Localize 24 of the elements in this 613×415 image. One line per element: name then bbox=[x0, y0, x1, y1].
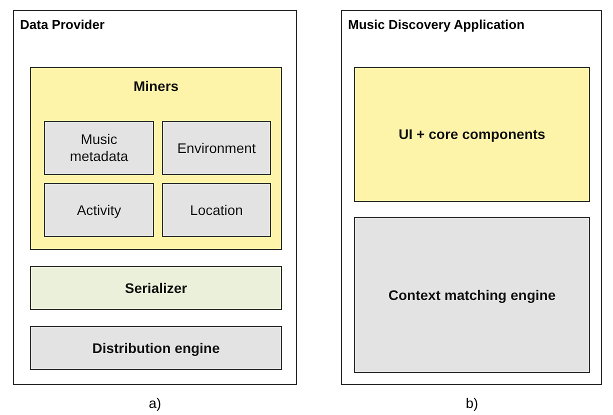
box-label: Activity bbox=[76, 202, 122, 218]
box-label: Serializer bbox=[124, 280, 188, 296]
component-box bbox=[162, 121, 271, 175]
component-box bbox=[162, 183, 271, 237]
panel-label: a) bbox=[148, 395, 162, 412]
panel-label: b) bbox=[464, 395, 480, 412]
layer-box bbox=[30, 266, 282, 310]
component-box bbox=[354, 217, 590, 373]
box-label: UI + core components bbox=[398, 126, 546, 143]
box-label: Environment bbox=[177, 140, 256, 156]
group-box bbox=[30, 67, 282, 250]
container-box bbox=[13, 10, 297, 385]
box-label: Location bbox=[190, 202, 243, 218]
box-label: Distribution engine bbox=[92, 340, 220, 356]
layer-box bbox=[30, 326, 282, 370]
box-title: Data Provider bbox=[20, 17, 105, 33]
box-title: Miners bbox=[132, 78, 180, 95]
component-box bbox=[44, 183, 154, 237]
component-box bbox=[44, 121, 154, 175]
box-label: Context matching engine bbox=[388, 286, 556, 304]
box-label: Music metadata bbox=[68, 131, 130, 165]
box-title: Music Discovery Application bbox=[348, 17, 525, 33]
container-box bbox=[341, 10, 602, 385]
component-box bbox=[354, 67, 590, 202]
